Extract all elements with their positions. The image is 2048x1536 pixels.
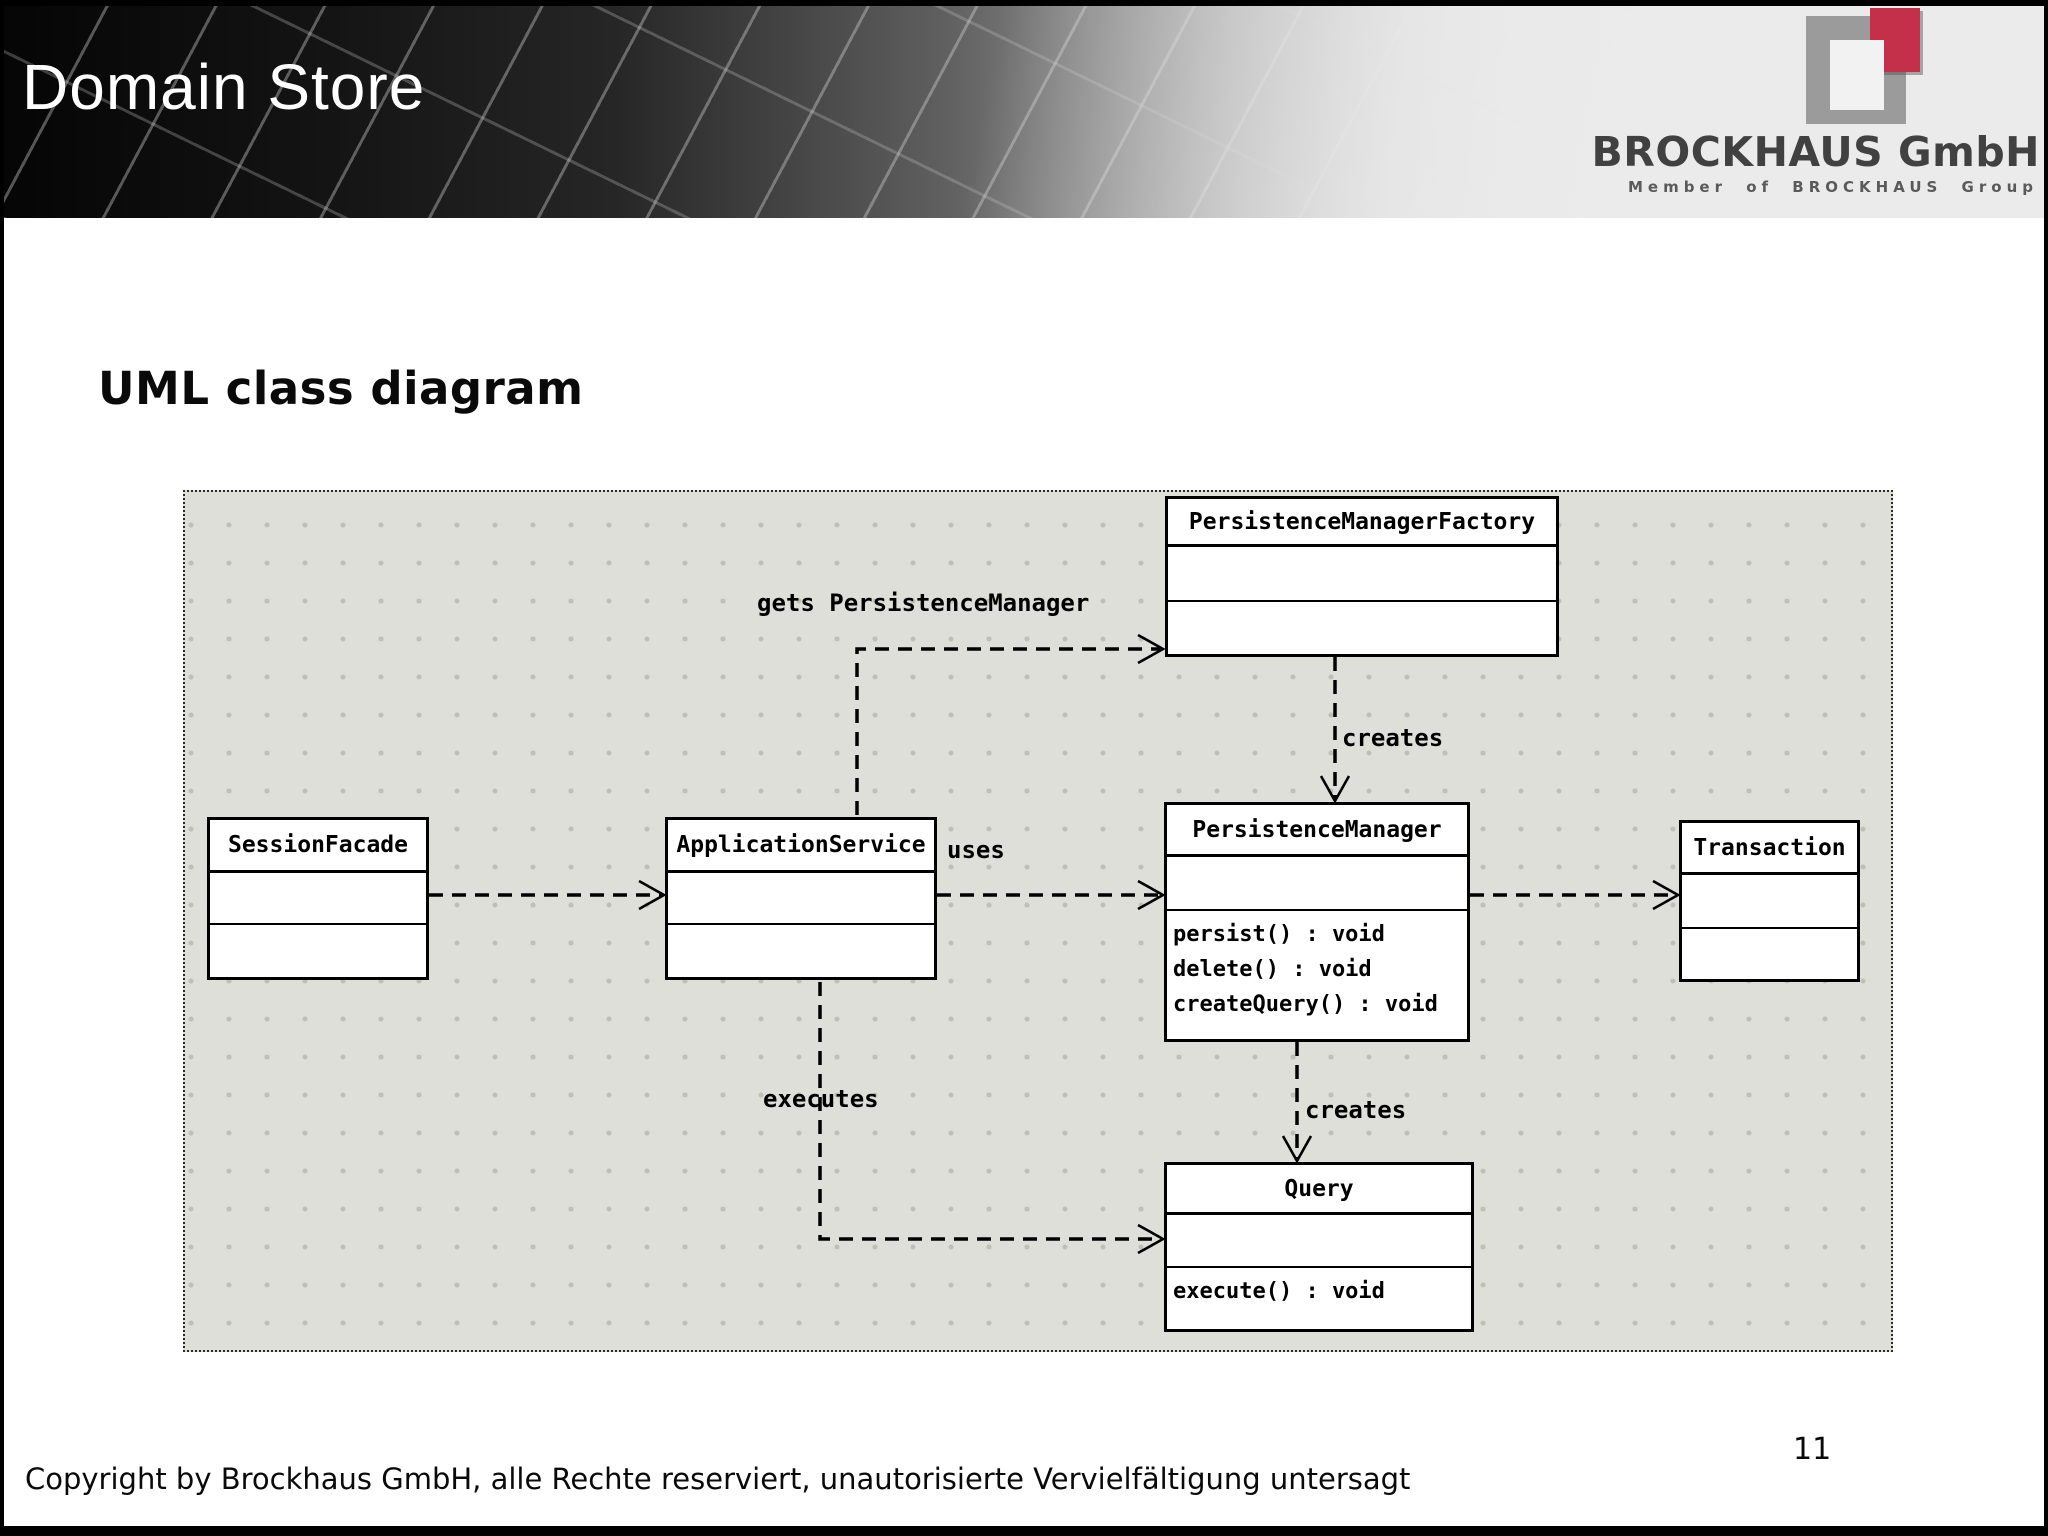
connector-sessionfacade-applicationservice <box>429 879 667 911</box>
label-uses: uses <box>947 836 1005 864</box>
connector-persistencemanager-query <box>1281 1042 1313 1164</box>
operations-compartment <box>210 925 426 977</box>
attributes-compartment <box>1682 875 1857 929</box>
brockhaus-logo: BROCKHAUS GmbH Member of BROCKHAUS Group <box>1548 0 2048 218</box>
building-facade-photo <box>0 0 2048 218</box>
class-persistence-manager-factory: PersistenceManagerFactory <box>1165 496 1559 657</box>
operation: delete() : void <box>1173 957 1372 982</box>
header-banner: Domain Store BROCKHAUS GmbH Member of BR… <box>0 0 2048 218</box>
slide-border-left <box>0 0 4 1536</box>
attributes-compartment <box>1167 1215 1471 1268</box>
copyright-notice: Copyright by Brockhaus GmbH, alle Rechte… <box>25 1462 1411 1496</box>
connector-applicationservice-persistencemanager <box>937 879 1166 911</box>
logo-tagline: Member of BROCKHAUS Group <box>1627 178 2038 196</box>
slide-border-bottom <box>0 1526 2048 1536</box>
uml-diagram-panel: PersistenceManagerFactory SessionFacade … <box>183 490 1893 1352</box>
class-persistence-manager: PersistenceManager persist() : void dele… <box>1164 802 1470 1042</box>
logo-company-name: BROCKHAUS GmbH <box>1591 128 2040 176</box>
class-session-facade: SessionFacade <box>207 817 429 980</box>
connector-applicationservice-query <box>818 982 1166 1255</box>
class-name: PersistenceManagerFactory <box>1168 499 1556 547</box>
operations-compartment: persist() : void delete() : void createQ… <box>1167 911 1467 1039</box>
attributes-compartment <box>210 873 426 925</box>
operation: execute() : void <box>1173 1279 1385 1304</box>
slide-border-right <box>2044 0 2048 1536</box>
connector-applicationservice-factory <box>855 633 1166 815</box>
operations-compartment: execute() : void <box>1167 1268 1471 1329</box>
label-gets-persistence-manager: gets PersistenceManager <box>757 589 1090 617</box>
attributes-compartment <box>1168 547 1556 602</box>
connector-factory-persistencemanager <box>1319 657 1351 804</box>
label-creates-query: creates <box>1305 1096 1407 1124</box>
class-application-service: ApplicationService <box>665 817 937 980</box>
operation: createQuery() : void <box>1173 992 1438 1017</box>
operations-compartment <box>668 925 934 977</box>
logo-white-square-icon <box>1830 40 1884 110</box>
class-name: PersistenceManager <box>1167 805 1467 857</box>
slide-border-top <box>0 0 2048 6</box>
label-creates-factory: creates <box>1342 724 1444 752</box>
class-name: Transaction <box>1682 823 1857 875</box>
connector-persistencemanager-transaction <box>1470 879 1681 911</box>
uml-connectors <box>429 633 1681 1255</box>
class-name: Query <box>1167 1165 1471 1215</box>
attributes-compartment <box>668 873 934 925</box>
slide-title: Domain Store <box>22 51 426 123</box>
class-name: SessionFacade <box>210 820 426 873</box>
page-number: 11 <box>1793 1432 1832 1467</box>
class-transaction: Transaction <box>1679 820 1860 982</box>
operations-compartment <box>1682 929 1857 979</box>
attributes-compartment <box>1167 857 1467 911</box>
operations-compartment <box>1168 602 1556 654</box>
label-executes: executes <box>763 1085 879 1113</box>
operation: persist() : void <box>1173 922 1385 947</box>
page-title: UML class diagram <box>98 362 584 415</box>
class-query: Query execute() : void <box>1164 1162 1474 1332</box>
class-name: ApplicationService <box>668 820 934 873</box>
